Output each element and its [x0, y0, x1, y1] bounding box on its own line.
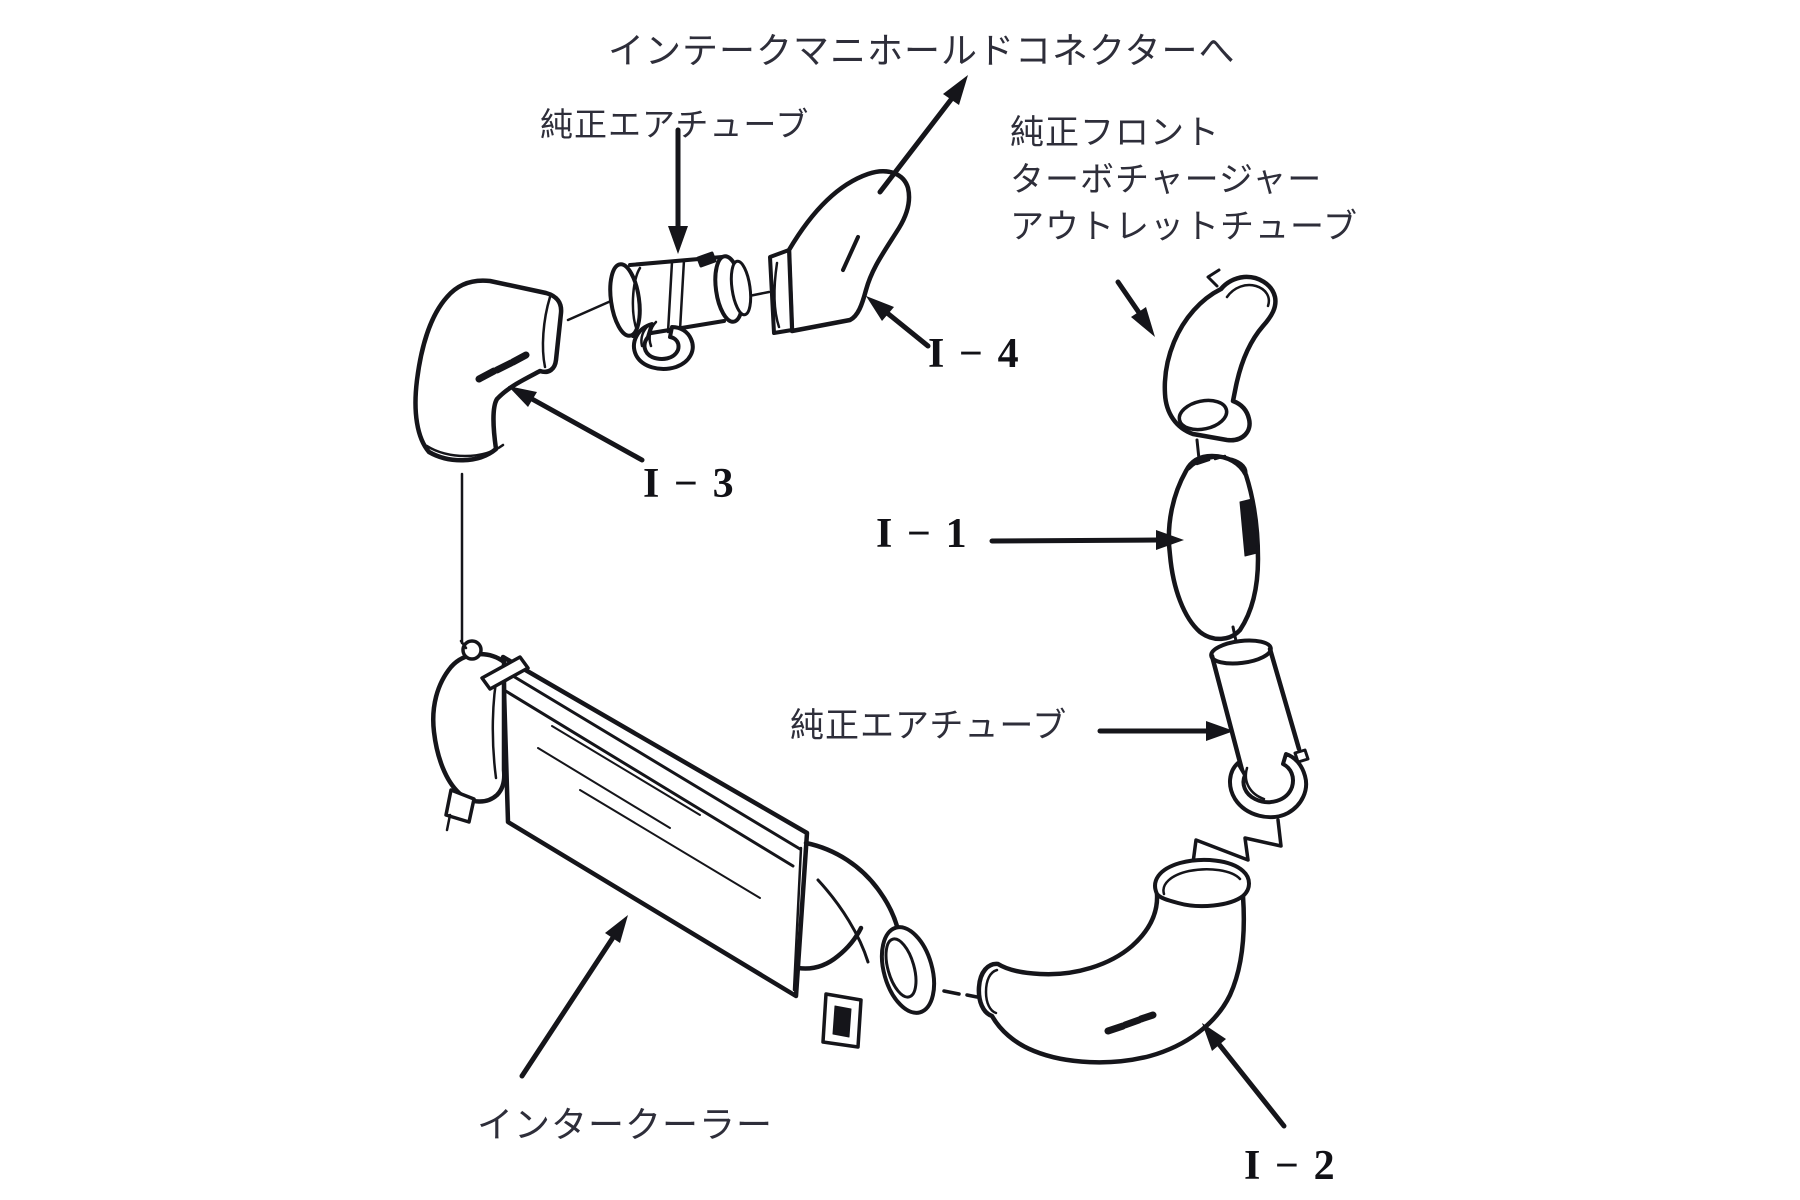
opening-rim-line — [1225, 283, 1271, 308]
mount-stem — [459, 639, 468, 650]
top-nub — [696, 251, 717, 268]
pipe-outline — [1162, 274, 1278, 443]
pipe-opening-line — [541, 295, 552, 369]
arrowhead — [943, 75, 968, 105]
left-clamp-line — [631, 266, 642, 335]
outlet-funnel-upper — [803, 840, 902, 937]
pipe-outline — [786, 169, 912, 334]
outlet-bracket-slot — [832, 1005, 852, 1038]
connector-dashes-intercooler-i2 — [942, 989, 979, 999]
stock-air-tube-top-drawing — [608, 251, 753, 371]
center-joint-lines — [666, 258, 686, 334]
arrow-i1 — [989, 530, 1184, 550]
label-line-2: ターボチャージャー — [1010, 162, 1323, 199]
flange-inner-line — [773, 261, 781, 329]
left-end-tank — [431, 652, 507, 804]
arrow-stock-air-tube-right — [1097, 721, 1234, 741]
clamp-bolt — [1293, 748, 1310, 764]
outlet-funnel-lower — [795, 925, 864, 971]
joint-dash — [1195, 438, 1201, 461]
top-nub — [1206, 268, 1221, 288]
turbo-outlet-tube-drawing — [1162, 268, 1278, 461]
joint-dash — [1231, 625, 1238, 643]
left-clamp-ring — [608, 262, 642, 338]
label-line-3: アウトレットチューブ — [1010, 209, 1358, 246]
core-streaks — [537, 725, 761, 899]
i2-pipe — [976, 857, 1251, 1065]
core-seam-lines — [502, 671, 802, 868]
label-intercooler: インタークーラー — [477, 1105, 774, 1145]
logo-mark — [1104, 1011, 1157, 1035]
arrowhead — [605, 915, 628, 943]
arrowhead — [1131, 307, 1155, 337]
arrowhead — [508, 386, 537, 407]
i1-pipe — [1166, 453, 1261, 643]
arrowhead — [1202, 1023, 1226, 1051]
label-part-i2: I−2 — [1244, 1143, 1350, 1189]
label-stock-air-tube-right: 純正エアチューブ — [790, 708, 1068, 745]
mount-knob — [461, 639, 483, 661]
outlet-throat-line — [816, 878, 870, 964]
arrowhead — [866, 296, 894, 321]
outlet-flange-inner — [884, 937, 918, 999]
collar-inner-line — [1244, 766, 1266, 801]
label-stock-front-turbo-outlet-tube: 純正フロント ターボチャージャー アウトレットチューブ — [1010, 110, 1358, 251]
label-line-1: 純正フロント — [1010, 115, 1220, 152]
i3-elbow-pipe — [413, 278, 564, 463]
body-detail-line — [841, 235, 860, 272]
top-opening — [1209, 638, 1273, 666]
right-clamp-rim — [729, 259, 753, 317]
top-face-line — [1187, 456, 1248, 478]
label-part-i3: I−3 — [643, 461, 749, 507]
j-hose — [632, 322, 695, 371]
arrow-i4 — [866, 296, 931, 349]
right-end-line — [792, 846, 803, 992]
j-hose-clamp-lines — [640, 320, 658, 348]
arrowhead — [1156, 530, 1184, 550]
right-edge — [1267, 646, 1302, 752]
arrow-to-intake-manifold — [877, 75, 968, 195]
label-stock-air-tube-top: 純正エアチューブ — [540, 108, 810, 144]
label-part-i4: I−4 — [928, 331, 1034, 377]
rim-ticks — [1195, 454, 1227, 466]
arrow-i3 — [508, 386, 645, 463]
arrow-intercooler — [519, 915, 628, 1079]
top-opening — [1153, 857, 1251, 909]
left-edge — [1209, 653, 1245, 773]
pipe-outline — [976, 891, 1247, 1065]
arrowhead — [1206, 721, 1234, 741]
arrow-turbo-outlet-tube — [1115, 279, 1155, 337]
arrow-stock-air-tube-top — [668, 127, 688, 254]
top-opening-inner-line — [1162, 868, 1242, 896]
bottom-opening — [1177, 398, 1229, 432]
left-opening-inner-line — [984, 968, 999, 1015]
intercooler-drawing — [431, 639, 937, 1049]
tank-bracket-foot — [445, 813, 452, 832]
logo-mark — [1239, 498, 1258, 557]
arrowhead — [668, 226, 688, 254]
tank-bracket — [444, 788, 476, 824]
pipe-bottom-rim — [425, 443, 505, 458]
arrow-i2 — [1202, 1023, 1287, 1129]
mount-strip — [480, 655, 530, 691]
logo-mark — [475, 351, 530, 383]
i4-pipe — [768, 169, 912, 335]
label-part-i1: I−1 — [876, 511, 982, 557]
stock-air-tube-right-drawing — [1209, 638, 1310, 820]
break-symbol — [1191, 818, 1283, 865]
label-to-intake-manifold: インテークマニホールドコネクターへ — [608, 31, 1236, 71]
